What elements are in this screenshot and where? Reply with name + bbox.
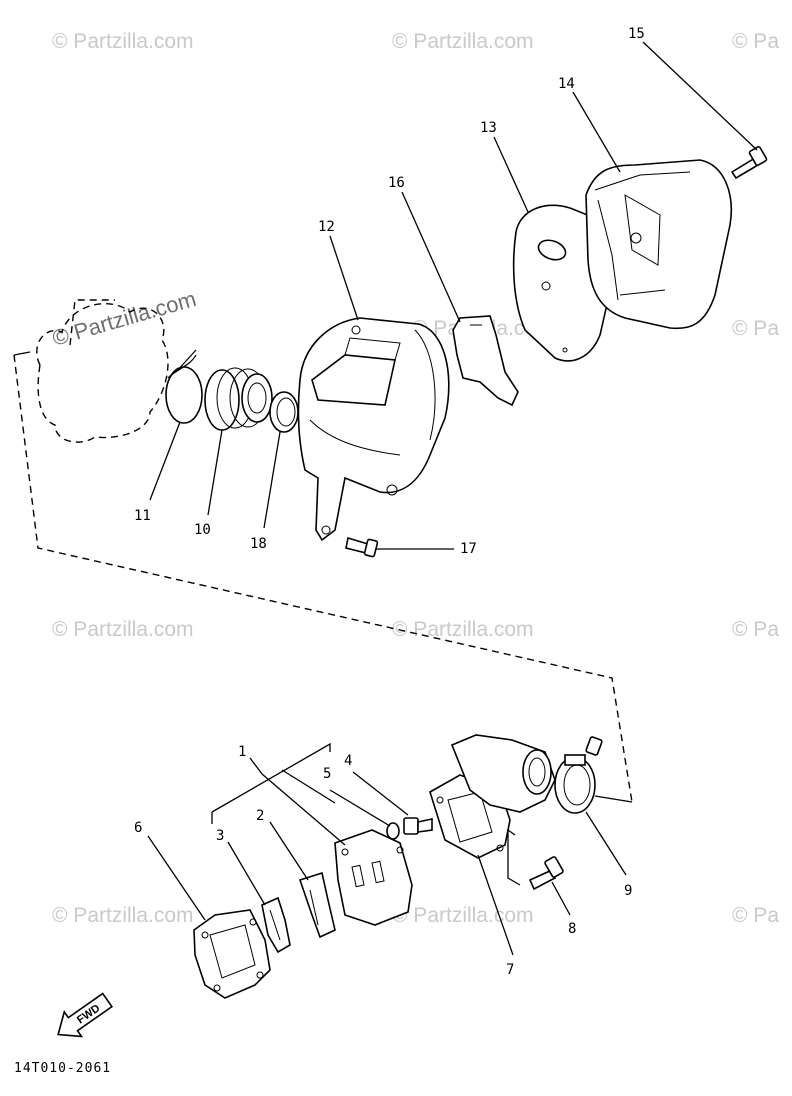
callout-15: 15 — [628, 26, 645, 42]
part-12-air-cleaner-case — [297, 317, 450, 542]
watermark: © Partzilla.com — [52, 30, 194, 53]
part-7-intake-manifold — [429, 734, 556, 859]
part-16-plate — [452, 315, 519, 407]
part-3-reed-valve — [261, 896, 291, 954]
callout-5: 5 — [323, 766, 331, 782]
part-14-case-cap — [585, 159, 732, 330]
callout-3: 3 — [216, 828, 224, 844]
watermark: © Partzilla.com — [392, 904, 534, 927]
watermark: © Pa — [732, 904, 779, 927]
part-17-bolt — [345, 536, 379, 558]
part-18-collar — [269, 391, 299, 433]
part-9-clamp — [554, 736, 603, 814]
part-2-valve-stopper — [298, 871, 336, 939]
callout-12: 12 — [318, 219, 335, 235]
callout-17: 17 — [460, 541, 477, 557]
part-6-gasket — [193, 909, 271, 999]
callout-11: 11 — [134, 508, 151, 524]
callout-1: 1 — [238, 744, 246, 760]
part-11-clamp — [165, 349, 203, 424]
fwd-arrow-icon: FWD — [57, 992, 114, 1038]
part-8-bolt — [528, 856, 564, 891]
watermark: © Partzilla.com — [52, 618, 194, 641]
part-10-intake-joint — [204, 367, 273, 431]
callout-16: 16 — [388, 175, 405, 191]
watermark: © Partzilla.com — [52, 904, 194, 927]
assembly-link-tick — [594, 795, 633, 803]
watermark: © Pa — [732, 30, 779, 53]
engine-outline — [36, 299, 169, 443]
assembly-link-tick — [13, 351, 31, 356]
diagram-code: 14T010-2061 — [14, 1061, 111, 1076]
watermark: © Pa — [732, 317, 779, 340]
callout-4: 4 — [344, 753, 352, 769]
part-1-reed-valve-assy — [334, 829, 413, 926]
callout-2: 2 — [256, 808, 264, 824]
callout-6: 6 — [134, 820, 142, 836]
watermark: © Pa — [732, 618, 779, 641]
callout-7: 7 — [506, 962, 514, 978]
callout-labels: 15 14 13 16 12 11 10 18 17 1 4 5 2 3 6 9… — [134, 26, 645, 978]
part-15-screw — [730, 146, 768, 180]
watermark: © Partzilla.com — [392, 618, 534, 641]
part-5-washer — [386, 822, 400, 840]
callout-13: 13 — [480, 120, 497, 136]
callout-10: 10 — [194, 522, 211, 538]
watermark-dark: © Partzilla.com — [49, 286, 198, 351]
leader-lines — [147, 41, 758, 956]
callout-9: 9 — [624, 883, 632, 899]
assembly-link-line — [13, 354, 633, 803]
callout-8: 8 — [568, 921, 576, 937]
part-4-bolt — [403, 817, 433, 835]
callout-18: 18 — [250, 536, 267, 552]
watermark: © Partzilla.com — [392, 30, 534, 53]
callout-14: 14 — [558, 76, 575, 92]
